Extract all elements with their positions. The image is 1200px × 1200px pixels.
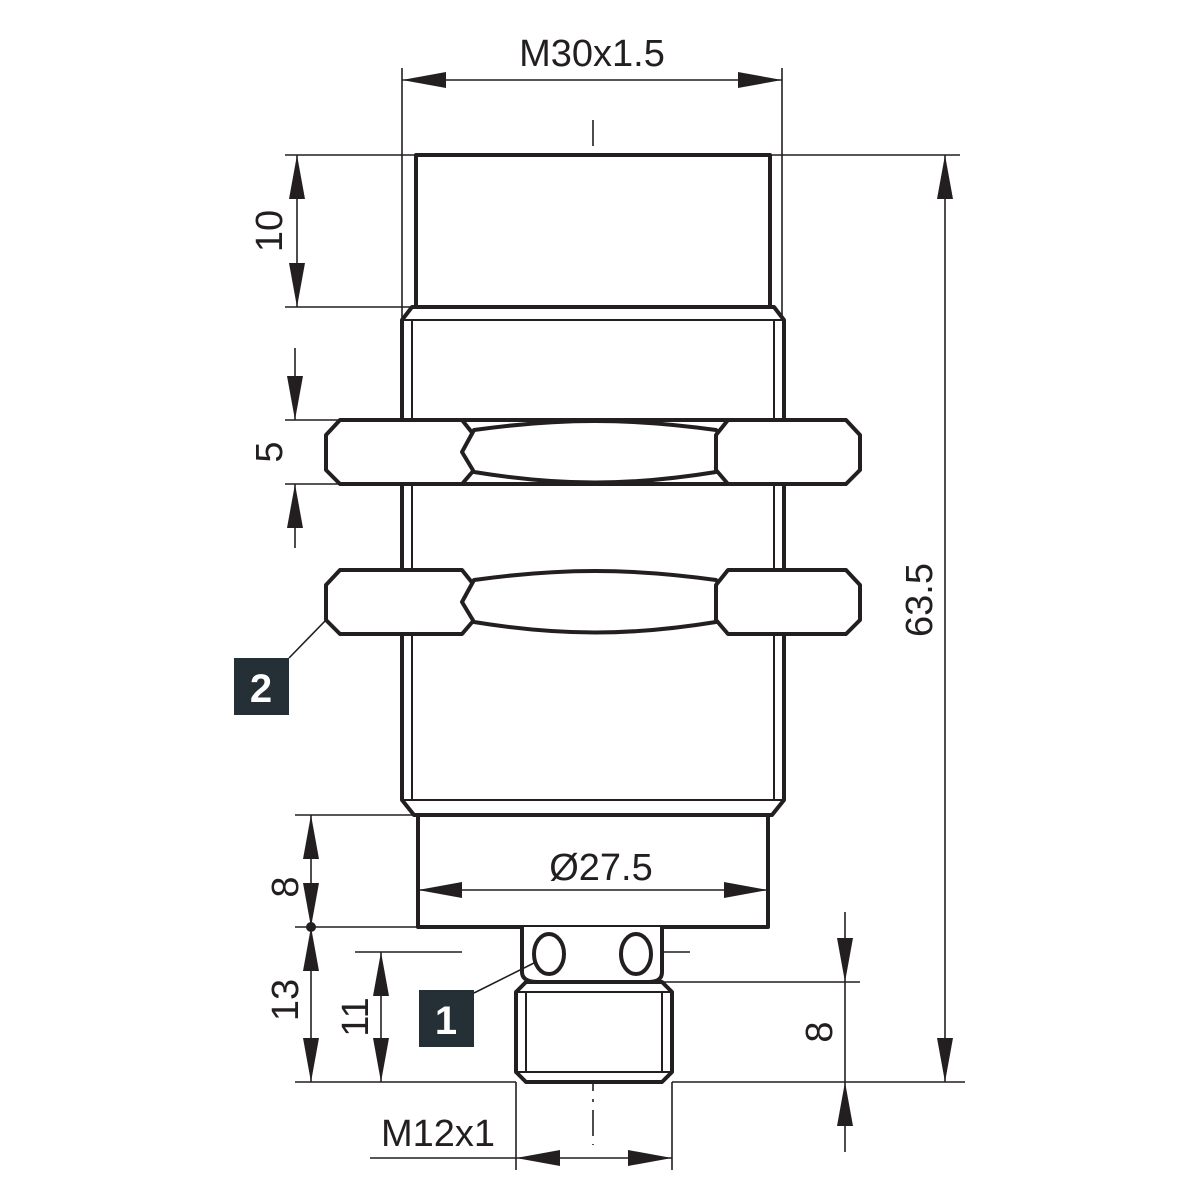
threaded-barrel (400, 305, 786, 817)
nut-thickness-label: 5 (249, 441, 291, 462)
upper-nut-center-face (460, 419, 730, 485)
front-length-label: 10 (249, 210, 291, 252)
lower-nut (324, 568, 862, 636)
dim-connector-plug-length: 8 (662, 912, 860, 1152)
lower-nut-right-face (714, 568, 862, 636)
thread-main-label: M30x1.5 (519, 33, 665, 75)
total-length-label: 63.5 (899, 563, 941, 637)
callout-led-label: 1 (435, 999, 457, 1043)
callout-led-box (419, 990, 474, 1047)
sensing-face (414, 153, 772, 309)
dim-connector-thread-length: 11 (335, 951, 690, 1082)
callout-nut-label: 2 (250, 667, 272, 711)
collar-diameter-label: Ø27.5 (549, 847, 653, 889)
collar (416, 813, 770, 929)
led-left (532, 932, 566, 976)
dim-connector-thread: M12x1 (370, 1082, 673, 1170)
lower-nut-center-face (460, 569, 730, 635)
connector-thread-label: M12x1 (381, 1113, 495, 1155)
upper-nut-left-face (324, 418, 476, 486)
dim-front-length: 10 (249, 154, 416, 308)
callout-led: 1 (419, 961, 537, 1047)
upper-nut (324, 418, 862, 486)
dim-nut-thickness: 5 (249, 348, 340, 548)
connector-plug-length-label: 8 (799, 1021, 841, 1042)
dim-connector-length: 13 (265, 927, 516, 1083)
lower-nut-left-face (324, 568, 476, 636)
led-right (619, 932, 653, 976)
upper-nut-right-face (714, 418, 862, 486)
collar-length-label: 8 (265, 876, 307, 897)
callout-nut: 2 (234, 619, 327, 715)
connector-thread-length-label: 11 (335, 997, 377, 1036)
m12-connector (514, 980, 674, 1084)
dim-total-length: 63.5 (672, 154, 965, 1083)
connector-length-label: 13 (265, 979, 307, 1021)
dim-collar-diameter: Ø27.5 (418, 847, 768, 898)
dim-collar-length: 8 (265, 814, 418, 932)
dim-thread-main: M30x1.5 (401, 33, 783, 318)
callout-nut-box (234, 658, 289, 715)
